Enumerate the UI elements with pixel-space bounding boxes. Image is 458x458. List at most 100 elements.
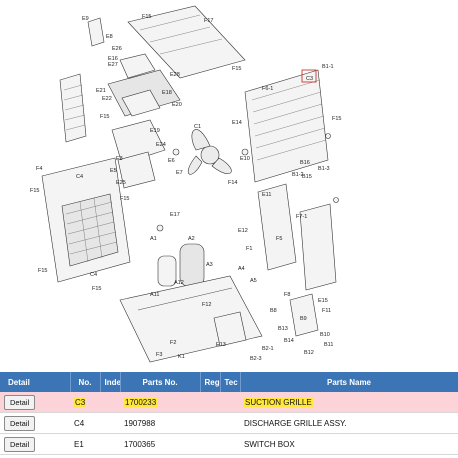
label-b11: B11 bbox=[324, 342, 333, 348]
label-f15-e: F15 bbox=[30, 188, 39, 194]
label-f6-1: F6-1 bbox=[262, 86, 273, 92]
label-f2: F2 bbox=[170, 340, 176, 346]
label-b1-2: B1-2 bbox=[292, 172, 304, 178]
label-e3: E3 bbox=[116, 156, 123, 162]
index-cell bbox=[100, 433, 120, 455]
label-b1-3: B1-3 bbox=[318, 166, 330, 172]
label-b12: B12 bbox=[304, 350, 314, 356]
label-b2-3: B2-3 bbox=[250, 356, 262, 362]
label-f15-c: F15 bbox=[100, 114, 109, 120]
label-a2: A2 bbox=[188, 236, 195, 242]
parts-no-cell: 1907988 bbox=[120, 412, 200, 434]
label-f15-d: F15 bbox=[332, 116, 341, 122]
label-e14: E14 bbox=[232, 120, 242, 126]
index-cell bbox=[100, 392, 120, 413]
detail-button[interactable]: Detail bbox=[4, 394, 36, 410]
header-index: Inde bbox=[100, 372, 121, 392]
label-b10: B10 bbox=[320, 332, 330, 338]
c3-marker-box bbox=[301, 69, 317, 83]
reg-cell bbox=[200, 412, 220, 434]
label-b16: B16 bbox=[300, 160, 310, 166]
label-b15: B15 bbox=[302, 174, 312, 180]
part-number-no: C4 bbox=[70, 412, 100, 434]
top-cover bbox=[127, 5, 246, 79]
header-no: No. bbox=[70, 372, 101, 392]
label-e27: E27 bbox=[108, 62, 118, 68]
label-a1: A1 bbox=[150, 236, 157, 242]
label-c3: C3 bbox=[306, 76, 313, 82]
label-f7-1: F7-1 bbox=[296, 214, 307, 220]
label-a12: A12 bbox=[174, 280, 184, 286]
label-e12: E12 bbox=[238, 228, 248, 234]
label-e28: E28 bbox=[170, 72, 180, 78]
detail-button[interactable]: Detail bbox=[4, 415, 36, 431]
valve-assembly bbox=[289, 293, 319, 337]
label-e11: E11 bbox=[262, 192, 271, 198]
label-b2-1: B2-1 bbox=[262, 346, 274, 352]
label-e17: E17 bbox=[170, 212, 180, 218]
label-f15-f: F15 bbox=[120, 196, 129, 202]
label-e13: E13 bbox=[216, 342, 226, 348]
parts-table: Detail No. Inde Parts No. Reg Tec Parts … bbox=[0, 372, 458, 455]
label-e19: E19 bbox=[150, 128, 160, 134]
part-number-no: E1 bbox=[70, 433, 100, 455]
parts-name-cell: DISCHARGE GRILLE ASSY. bbox=[240, 412, 458, 434]
label-c1: C1 bbox=[194, 124, 201, 130]
label-e21: E21 bbox=[96, 88, 106, 94]
label-f4: F4 bbox=[36, 166, 42, 172]
label-e26: E26 bbox=[112, 46, 122, 52]
switch-box bbox=[111, 119, 166, 165]
label-f14: F14 bbox=[228, 180, 237, 186]
label-f12: F12 bbox=[202, 302, 211, 308]
label-b8: B8 bbox=[270, 308, 277, 314]
tec-cell bbox=[220, 412, 240, 434]
label-f17: F17 bbox=[204, 18, 213, 24]
header-tec: Tec bbox=[220, 372, 241, 392]
label-f3: F3 bbox=[156, 352, 162, 358]
label-e15: E15 bbox=[318, 298, 328, 304]
label-e24: E24 bbox=[156, 142, 166, 148]
label-k1: K1 bbox=[178, 354, 185, 360]
header-parts-name: Parts Name bbox=[240, 372, 458, 392]
label-f15-h: F15 bbox=[92, 286, 101, 292]
label-b14: B14 bbox=[284, 338, 294, 344]
part-number-no: C3 bbox=[74, 397, 87, 407]
label-e22: E22 bbox=[102, 96, 112, 102]
reg-cell bbox=[200, 433, 220, 455]
table-row[interactable]: Detail C4 1907988 DISCHARGE GRILLE ASSY. bbox=[0, 412, 458, 434]
label-e7: E7 bbox=[176, 170, 183, 176]
table-header-row: Detail No. Inde Parts No. Reg Tec Parts … bbox=[0, 372, 458, 392]
parts-no-cell: 1700233 bbox=[124, 397, 158, 407]
label-b9: B9 bbox=[300, 316, 307, 322]
label-f8: F8 bbox=[284, 292, 290, 298]
exploded-parts-diagram: E9 F15 F17 E8 E26 E16 E27 E28 F15 E21 E2… bbox=[30, 5, 341, 363]
parts-name-cell: SUCTION GRILLE bbox=[244, 397, 313, 407]
table-row[interactable]: Detail C3 1700233 SUCTION GRILLE bbox=[0, 392, 458, 413]
label-a5: A5 bbox=[250, 278, 257, 284]
header-detail: Detail bbox=[0, 372, 71, 392]
label-f15-a: F15 bbox=[142, 14, 151, 20]
label-c4-b: C4 bbox=[90, 272, 97, 278]
parts-no-cell: 1700365 bbox=[120, 433, 200, 455]
label-f5: F5 bbox=[276, 236, 282, 242]
partition-plate bbox=[257, 183, 297, 271]
condenser-coil bbox=[244, 69, 329, 183]
label-a3: A3 bbox=[206, 262, 213, 268]
label-e20: E20 bbox=[172, 102, 182, 108]
table-row[interactable]: Detail E1 1700365 SWITCH BOX bbox=[0, 433, 458, 455]
label-e9: E9 bbox=[82, 16, 89, 22]
plate-e26 bbox=[119, 53, 156, 79]
label-e5: E5 bbox=[110, 168, 117, 174]
label-b13: B13 bbox=[278, 326, 288, 332]
label-c4: C4 bbox=[76, 174, 83, 180]
tec-cell bbox=[220, 433, 240, 455]
index-cell bbox=[100, 412, 120, 434]
label-a4: A4 bbox=[238, 266, 245, 272]
label-f11: F11 bbox=[322, 308, 331, 314]
label-f1: F1 bbox=[246, 246, 252, 252]
label-e10: E10 bbox=[240, 156, 250, 162]
bracket-e9 bbox=[87, 17, 105, 47]
label-a11: A11 bbox=[150, 292, 159, 298]
detail-button[interactable]: Detail bbox=[4, 436, 36, 452]
side-panel bbox=[299, 203, 337, 291]
